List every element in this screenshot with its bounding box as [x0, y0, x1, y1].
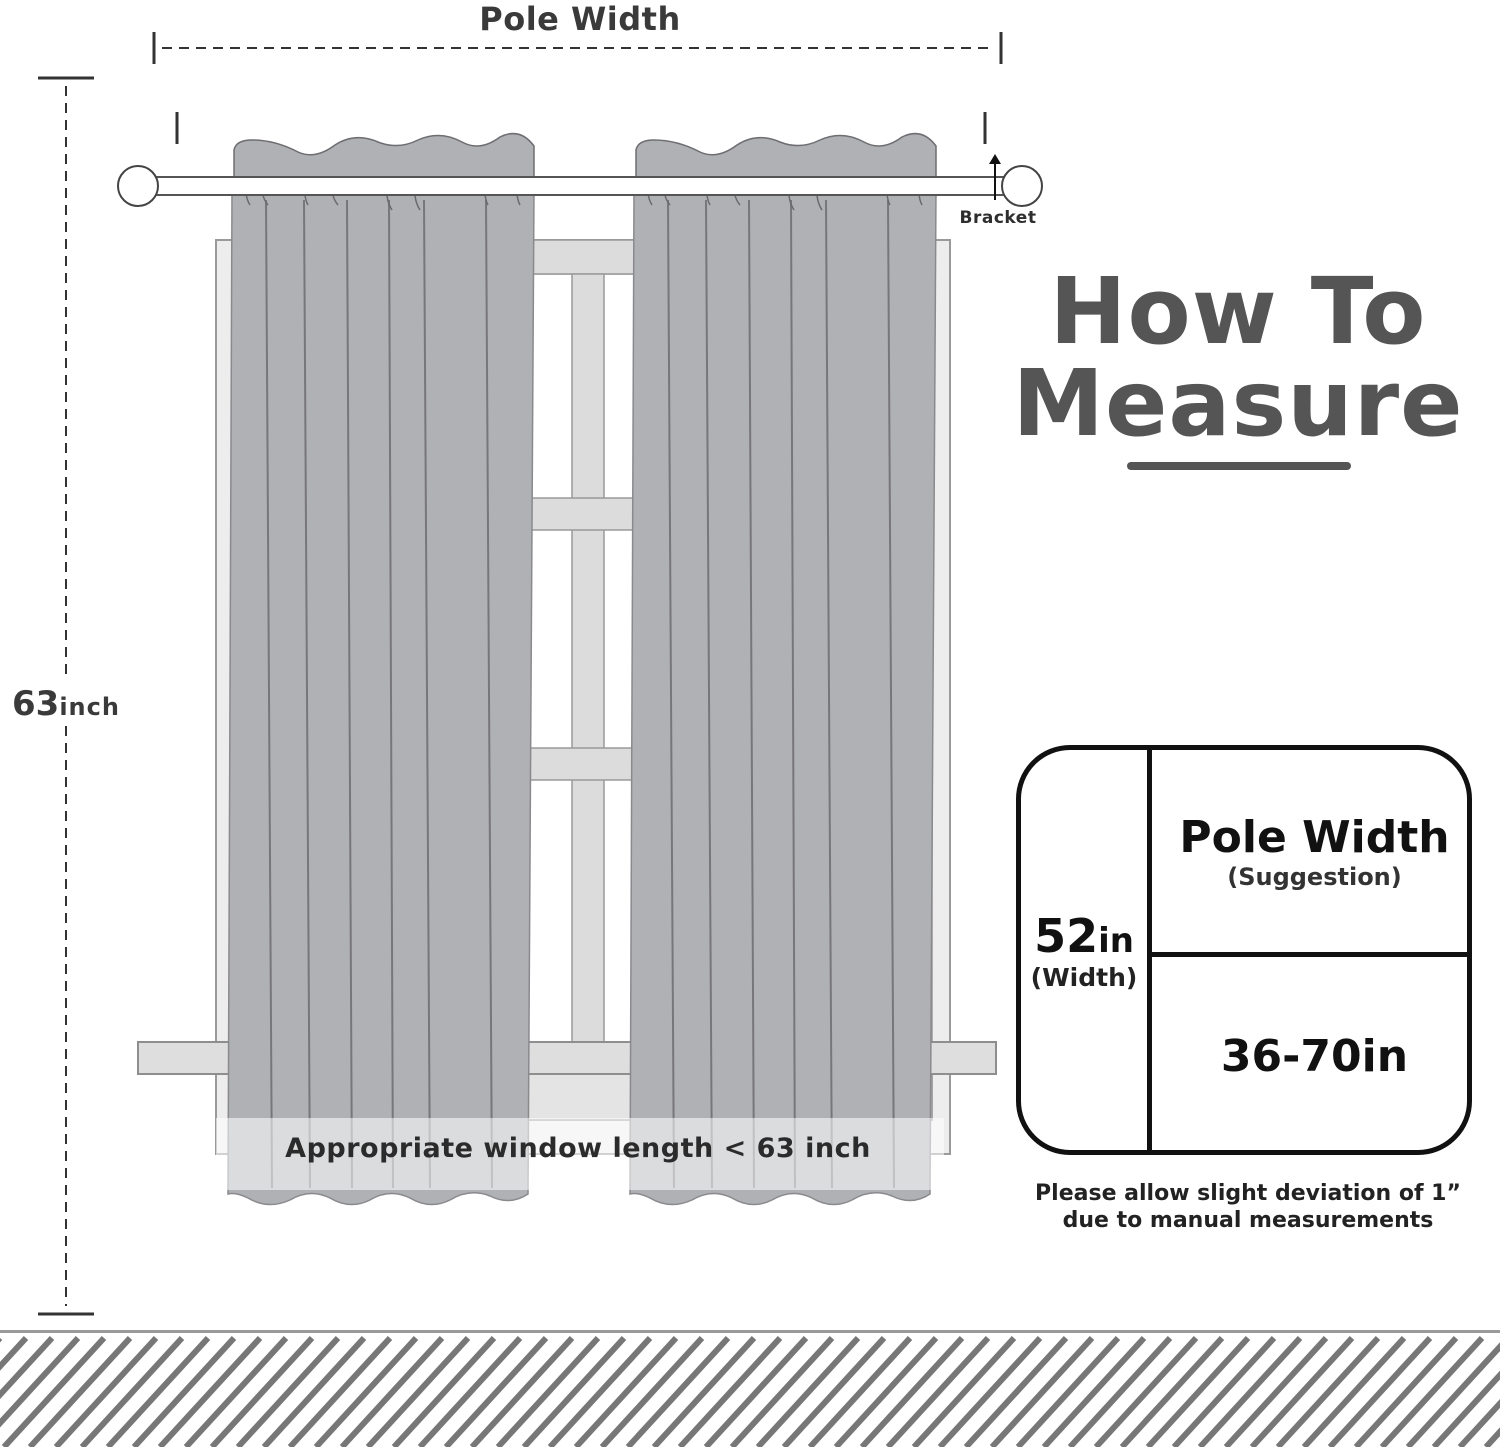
height-dimension [38, 76, 94, 1316]
floor-hatch-line [989, 1335, 1095, 1447]
floor-hatch-line [235, 1335, 341, 1447]
floor-hatch-line [287, 1335, 393, 1447]
floor-hatch-line [261, 1335, 367, 1447]
left-curtain-panel [227, 132, 535, 1206]
floor-hatch-line [1171, 1335, 1277, 1447]
floor-hatch-line [1041, 1335, 1147, 1447]
floor-hatch-line [547, 1335, 653, 1447]
floor-hatch-line [1379, 1335, 1485, 1447]
floor-hatch-line [53, 1335, 159, 1447]
floor-hatch-line [833, 1335, 939, 1447]
floor-hatch-line [911, 1335, 1017, 1447]
floor-hatch-line [365, 1335, 471, 1447]
floor-hatch-line [1223, 1335, 1329, 1447]
floor-hatch-line [781, 1335, 887, 1447]
floor-hatch-line [1249, 1335, 1355, 1447]
floor-hatch-line [677, 1335, 783, 1447]
floor-hatch-line [885, 1335, 991, 1447]
floor-hatch-line [0, 1335, 55, 1400]
floor-hatch-line [469, 1335, 575, 1447]
floor-hatch-line [209, 1335, 315, 1447]
floor-hatch-line [443, 1335, 549, 1447]
curtain-width-number: 52 [1034, 908, 1099, 963]
floor-hatch-line [105, 1335, 211, 1447]
floor-hatch-line [1431, 1370, 1500, 1447]
floor [0, 1330, 1500, 1447]
pole-width-header: Pole Width [1179, 811, 1450, 863]
pole-width-caption: (Suggestion) [1227, 862, 1402, 891]
floor-hatch-line [1327, 1335, 1433, 1447]
title-line-1: How To [1049, 258, 1427, 365]
pole-width-label: Pole Width [479, 0, 681, 38]
pole-width-header-cell: Pole Width (Suggestion) [1152, 750, 1467, 952]
spec-divider-vertical [1147, 750, 1152, 1150]
pole-width-range: 36-70in [1220, 1030, 1409, 1082]
height-value: 63 [12, 684, 60, 724]
floor-hatch-line [625, 1335, 731, 1447]
height-label: 63inch [12, 684, 120, 724]
floor-hatch-line [1015, 1335, 1121, 1447]
floor-hatch-line [1067, 1335, 1173, 1447]
floor-hatch-line [0, 1335, 81, 1428]
spec-divider-horizontal [1147, 952, 1467, 957]
floor-hatch-line [1119, 1335, 1225, 1447]
floor-hatch-line [339, 1335, 445, 1447]
floor-hatch-line [1353, 1335, 1459, 1447]
floor-hatch-line [183, 1335, 289, 1447]
floor-hatch-line [417, 1335, 523, 1447]
window-length-note: Appropriate window length < 63 inch [285, 1133, 871, 1164]
floor-hatch-line [1275, 1335, 1381, 1447]
window-length-band [216, 1118, 944, 1190]
floor-hatch-line [157, 1335, 263, 1447]
title-line-2: Measure [1012, 350, 1464, 457]
curtain-width-value: 52in [1034, 909, 1134, 963]
floor-hatch-line [131, 1335, 237, 1447]
floor-hatch-line [937, 1335, 1043, 1447]
floor-hatch-line [0, 1335, 29, 1371]
deviation-note: Please allow slight deviation of 1” due … [1035, 1181, 1461, 1233]
spec-table: 52in (Width) Pole Width (Suggestion) 36-… [1016, 745, 1472, 1155]
height-unit: inch [59, 693, 120, 721]
floor-hatch-line [313, 1335, 419, 1447]
floor-hatch-line [1197, 1335, 1303, 1447]
title-underline [1127, 462, 1351, 470]
bracket-arrow-icon [989, 154, 1001, 200]
floor-hatch-line [859, 1335, 965, 1447]
floor-hatch-line [79, 1335, 185, 1447]
bracket-label: Bracket [959, 208, 1037, 228]
floor-hatch-line [703, 1335, 809, 1447]
floor-hatch-line [521, 1335, 627, 1447]
floor-hatch-line [1301, 1335, 1407, 1447]
floor-hatch-line [1, 1335, 107, 1447]
curtain-rod [117, 165, 1043, 207]
floor-hatch-line [27, 1335, 133, 1447]
curtain-width-cell: 52in (Width) [1021, 750, 1147, 1150]
floor-hatch-line [495, 1335, 601, 1447]
floor-hatch-line [1093, 1335, 1199, 1447]
floor-hatch-line [391, 1335, 497, 1447]
floor-hatch-line [755, 1335, 861, 1447]
floor-hatch-line [573, 1335, 679, 1447]
floor-hatch-line [651, 1335, 757, 1447]
floor-hatch-line [1145, 1335, 1251, 1447]
right-curtain-panel [629, 132, 937, 1206]
floor-hatch-line [599, 1335, 705, 1447]
pole-width-dimension [152, 32, 1003, 144]
curtain-width-unit: in [1098, 920, 1134, 961]
pole-width-range-cell: 36-70in [1152, 957, 1467, 1150]
floor-hatch-line [1405, 1342, 1500, 1447]
floor-hatch-line [963, 1335, 1069, 1447]
floor-hatch-line [807, 1335, 913, 1447]
curtain-width-caption: (Width) [1030, 962, 1138, 992]
floor-hatch-line [1457, 1398, 1500, 1447]
floor-hatch-line [729, 1335, 835, 1447]
